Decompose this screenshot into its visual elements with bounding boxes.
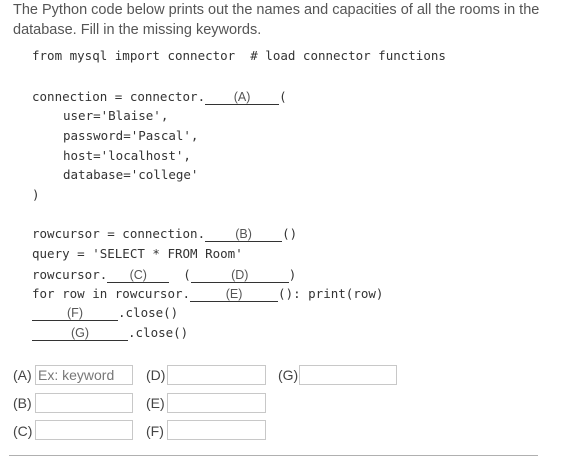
blank-e: (E): [190, 288, 279, 302]
answer-input-g[interactable]: [299, 365, 397, 385]
code-rowcursor-suffix: (): [282, 226, 298, 241]
blank-spacer: [169, 266, 183, 279]
code-line-rowcursor: rowcursor = connection.(B)(): [32, 226, 297, 242]
code-close-f-suffix: .close(): [118, 305, 179, 320]
code-line-import: from mysql import connector # load conne…: [32, 48, 446, 63]
bottom-divider: [9, 455, 538, 456]
code-close-paren: ): [32, 187, 40, 202]
code-exec-mid: (: [183, 267, 191, 282]
answer-label-e: (E): [146, 395, 165, 411]
code-arg-password: password='Pascal',: [63, 128, 199, 143]
blank-b: (B): [205, 228, 283, 242]
code-connection-suffix: (: [279, 89, 287, 104]
answer-label-c: (C): [13, 423, 33, 439]
code-exec-prefix: rowcursor.: [32, 267, 108, 282]
code-rowcursor-prefix: rowcursor = connection.: [32, 226, 206, 241]
answer-input-f[interactable]: [167, 420, 266, 440]
code-arg-host: host='localhost',: [63, 148, 191, 163]
question-intro: The Python code below prints out the nam…: [13, 2, 540, 38]
answer-label-a: (A): [13, 367, 32, 383]
code-line-for: for row in rowcursor.(E)(): print(row): [32, 286, 383, 302]
code-line-close-f: (F).close(): [32, 305, 178, 321]
code-line-query: query = 'SELECT * FROM Room': [32, 246, 243, 261]
code-arg-user: user='Blaise',: [63, 108, 169, 123]
code-connection-prefix: connection = connector.: [32, 89, 206, 104]
answer-label-d: (D): [146, 367, 166, 383]
blank-f: (F): [32, 307, 118, 321]
blank-d: (D): [190, 269, 289, 283]
answer-label-f: (F): [146, 423, 164, 439]
answer-input-a[interactable]: [35, 365, 133, 385]
answer-input-b[interactable]: [35, 393, 133, 413]
answer-label-b: (B): [13, 395, 32, 411]
answer-input-d[interactable]: [167, 365, 266, 385]
blank-g: (G): [32, 327, 128, 341]
code-for-suffix: (): print(row): [278, 286, 384, 301]
blank-a: (A): [205, 91, 280, 105]
code-for-prefix: for row in rowcursor.: [32, 286, 191, 301]
code-line-execute: rowcursor.(C) ((D)): [32, 266, 296, 283]
code-line-connection: connection = connector.(A)(: [32, 89, 287, 105]
answer-input-e[interactable]: [167, 393, 266, 413]
code-close-g-suffix: .close(): [128, 325, 189, 340]
answer-input-c[interactable]: [35, 420, 133, 440]
code-arg-database: database='college': [63, 167, 199, 182]
code-exec-suffix: ): [288, 267, 297, 282]
answer-label-g: (G): [278, 367, 299, 383]
blank-c: (C): [107, 269, 170, 283]
code-line-close-g: (G).close(): [32, 325, 188, 341]
